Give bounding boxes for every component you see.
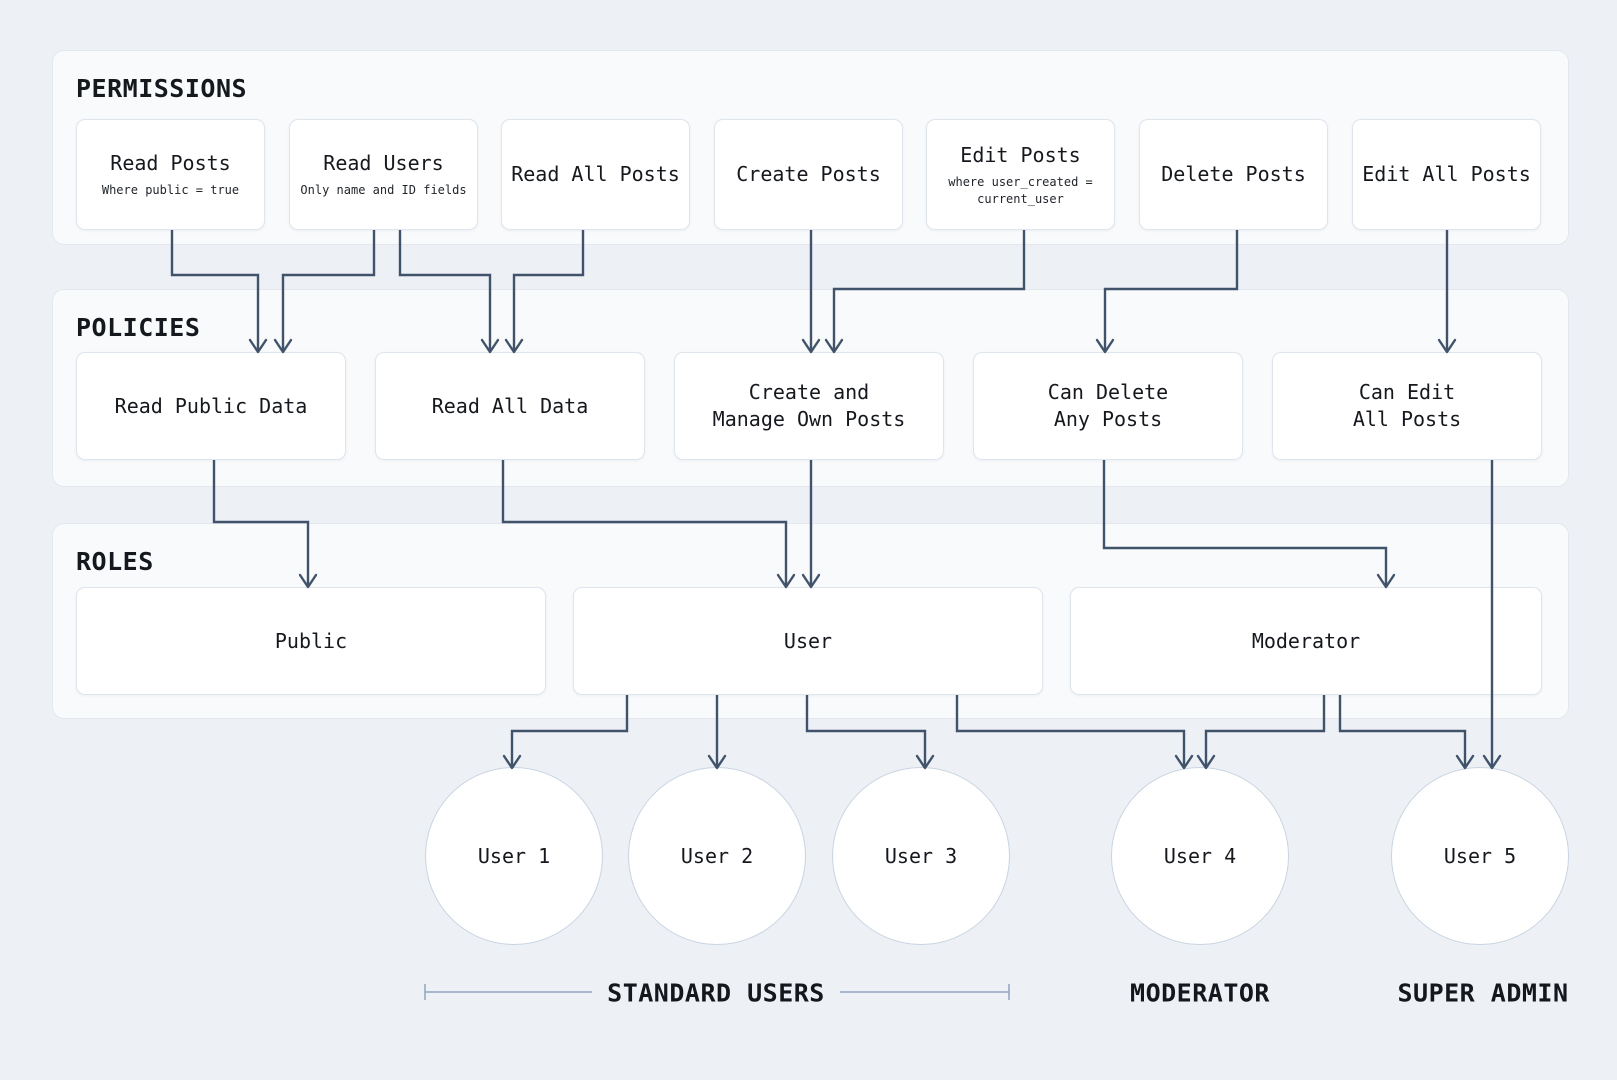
permission-box-read-users-label: Read Users [323,151,444,175]
user-circle-user-1: User 1 [425,767,603,945]
group-label-super-admin: SUPER ADMIN [1397,978,1569,1008]
policie-box-read-public-data-label: Read Public Data [114,393,308,418]
arrow-down-icon [1174,754,1194,770]
permission-box-edit-posts: Edit Posts where user_created = current_us… [926,119,1115,230]
policie-box-can-edit-all-posts-label: All Posts [1352,407,1462,431]
permission-box-delete-posts: Delete Posts [1139,119,1328,230]
permission-box-create-posts-label: Create Posts [736,162,881,186]
role-box-moderator: Moderator [1070,587,1542,695]
policie-box-read-all-data: Read All Data [375,352,645,460]
user-circle-label: User 4 [1163,844,1237,868]
policie-box-read-public-data: Read Public Data [76,352,346,460]
policie-box-can-delete-any-posts-label: Any Posts [1053,407,1163,431]
section-title-policies: POLICIES [76,313,201,342]
permission-box-read-posts-sublabel: Where public = true [101,183,240,197]
permission-box-read-posts-label: Read Posts [110,151,231,175]
role-box-public: Public [76,587,546,695]
user-circle-user-3: User 3 [832,767,1010,945]
role-box-user: User [573,587,1043,695]
user-circle-label: User 3 [884,844,958,868]
user-circle-label: User 1 [477,844,551,868]
role-box-user-label: User [783,628,833,653]
permission-box-read-users-sublabel: Only name and ID fields [300,183,467,197]
policie-box-can-edit-all-posts-label: Can Edit [1358,380,1456,404]
user-circle-user-2: User 2 [628,767,806,945]
arrow-down-icon [1482,754,1502,770]
user-circle-user-4: User 4 [1111,767,1289,945]
permission-box-delete-posts-label: Delete Posts [1161,162,1306,186]
permission-box-create-posts: Create Posts [714,119,903,230]
user-circle-user-5: User 5 [1391,767,1569,945]
section-title-roles: ROLES [76,547,154,576]
group-label-standard-users: STANDARD USERS [607,978,825,1008]
role-box-public-label: Public [274,628,348,653]
permission-box-edit-all-posts: Edit All Posts [1352,119,1541,230]
policie-box-create-and-manage-own-posts-label: Manage Own Posts [712,407,906,431]
arrow-down-icon [1455,754,1475,770]
policie-box-can-delete-any-posts-label: Can Delete [1047,380,1169,404]
user-circle-label: User 2 [680,844,754,868]
permission-box-read-all-posts-label: Read All Posts [511,162,680,186]
permission-box-edit-posts-label: Edit Posts [960,142,1081,167]
permission-box-read-all-posts: Read All Posts [501,119,690,230]
policie-box-read-all-data-label: Read All Data [431,393,589,418]
user-circle-label: User 5 [1443,844,1517,868]
role-box-moderator-label: Moderator [1251,628,1361,653]
section-title-permissions: PERMISSIONS [76,74,248,103]
permission-box-edit-posts-sublabel: where user_created = [948,174,1093,189]
permission-box-edit-all-posts-label: Edit All Posts [1362,162,1531,186]
group-label-moderator: MODERATOR [1130,978,1270,1008]
policie-box-create-and-manage-own-posts-label: Create and [748,380,870,404]
permission-box-edit-posts-sublabel: current_user [977,191,1064,206]
